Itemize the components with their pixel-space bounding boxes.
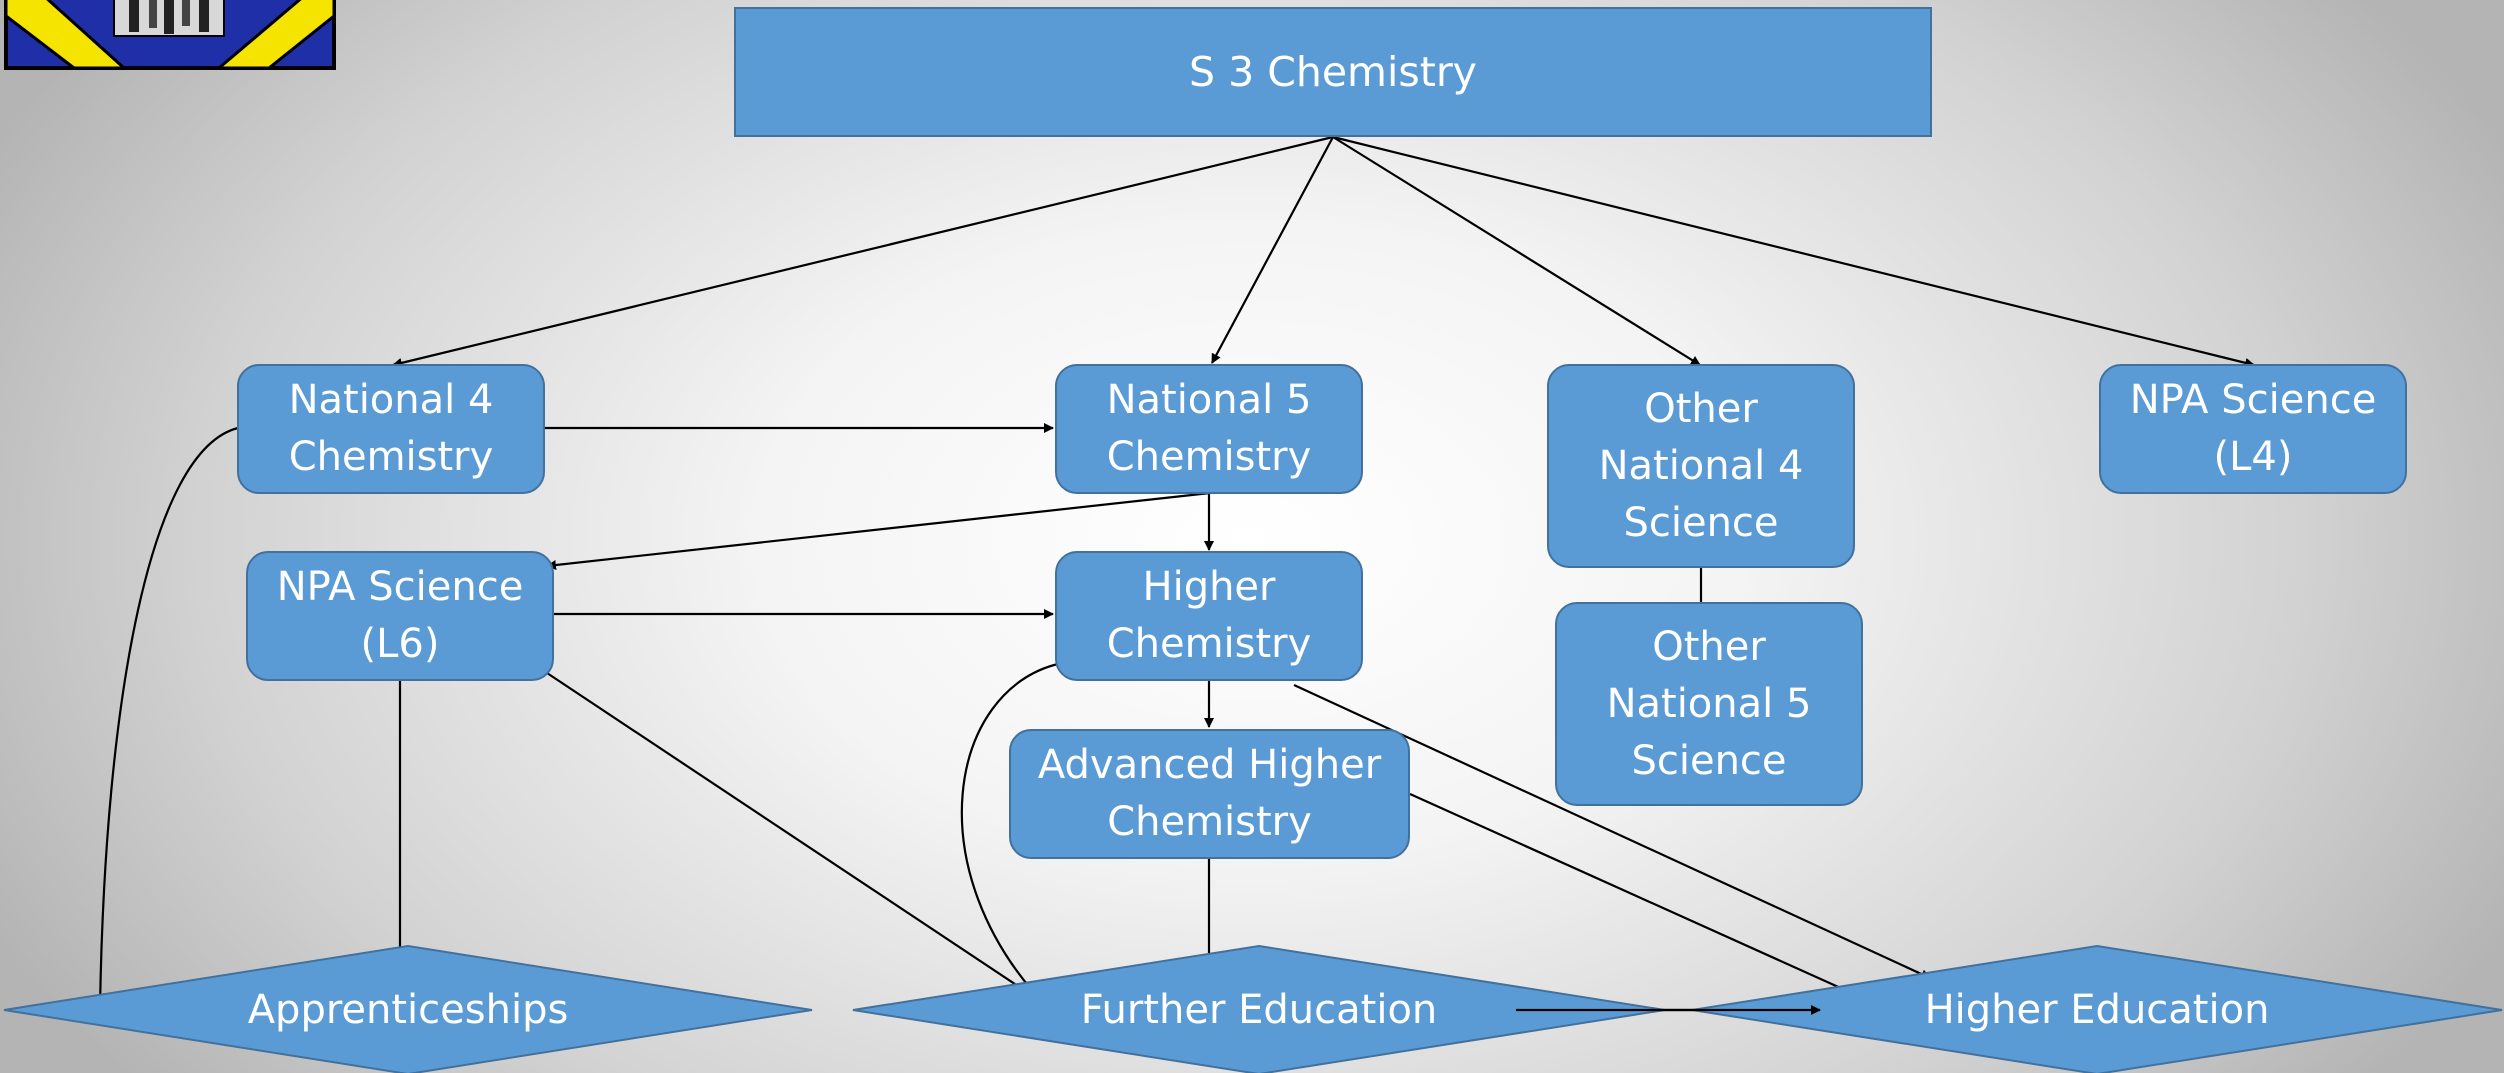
node-label-line: NPA Science	[2129, 377, 2377, 423]
arrow-s3-to-npa-l4	[1332, 135, 2255, 368]
node-label-line: Chemistry	[1106, 621, 1312, 667]
outcome-higher-education: Higher Education	[1925, 987, 2270, 1033]
node-label-line: Chemistry	[1106, 434, 1312, 480]
school-crest-icon	[4, 0, 336, 70]
node-other-national-4-science: Other National 4 Science	[1547, 364, 1855, 568]
node-label-line: National 4	[1598, 442, 1804, 489]
arrow-s3-to-n5	[1211, 136, 1334, 364]
node-npa-science-l6: NPA Science (L6)	[246, 551, 554, 681]
arrow-adv-higher-to-higher-ed	[1409, 792, 1886, 1010]
diagram-title: S 3 Chemistry	[734, 7, 1932, 137]
diagram-title-text: S 3 Chemistry	[1189, 47, 1477, 96]
node-other-national-5-science: Other National 5 Science	[1555, 602, 1863, 806]
node-label-line: National 5	[1606, 680, 1812, 727]
node-national-5-chemistry: National 5 Chemistry	[1055, 364, 1363, 494]
node-label-line: Higher	[1142, 564, 1276, 610]
node-npa-science-l4: NPA Science (L4)	[2099, 364, 2407, 494]
outcome-apprenticeships: Apprenticeships	[248, 987, 569, 1033]
node-label-line: (L4)	[2213, 434, 2293, 480]
outcome-higher-education-shape	[1691, 944, 2503, 1073]
node-label-line: National 5	[1106, 377, 1312, 423]
arrow-n4-to-apprenticeships	[95, 426, 239, 1009]
arrow-higher-to-further-ed	[960, 662, 1059, 1009]
outcome-further-education-shape	[852, 944, 1666, 1073]
arrow-s3-to-n4	[392, 135, 1334, 368]
node-label-line: National 4	[288, 377, 494, 423]
node-higher-chemistry: Higher Chemistry	[1055, 551, 1363, 681]
node-label-line: Chemistry	[1107, 799, 1312, 845]
node-label-line: Chemistry	[288, 434, 494, 480]
arrow-s3-to-other-n4	[1332, 136, 1701, 366]
node-label-line: NPA Science	[276, 564, 524, 610]
node-label-line: Science	[1623, 499, 1779, 546]
node-national-4-chemistry: National 4 Chemistry	[237, 364, 545, 494]
outcome-apprenticeships-shape	[3, 944, 813, 1073]
node-label-line: Science	[1631, 737, 1787, 784]
node-label-line: Other	[1652, 623, 1766, 670]
node-label-line: Advanced Higher	[1037, 742, 1382, 788]
arrow-n5-to-npa-l6	[546, 491, 1211, 570]
outcome-further-education: Further Education	[1081, 987, 1438, 1033]
node-label-line: (L6)	[360, 621, 440, 667]
arrow-npa-l6-to-further-ed	[534, 664, 1055, 1011]
node-advanced-higher-chemistry: Advanced Higher Chemistry	[1009, 729, 1410, 859]
node-label-line: Other	[1644, 385, 1758, 432]
